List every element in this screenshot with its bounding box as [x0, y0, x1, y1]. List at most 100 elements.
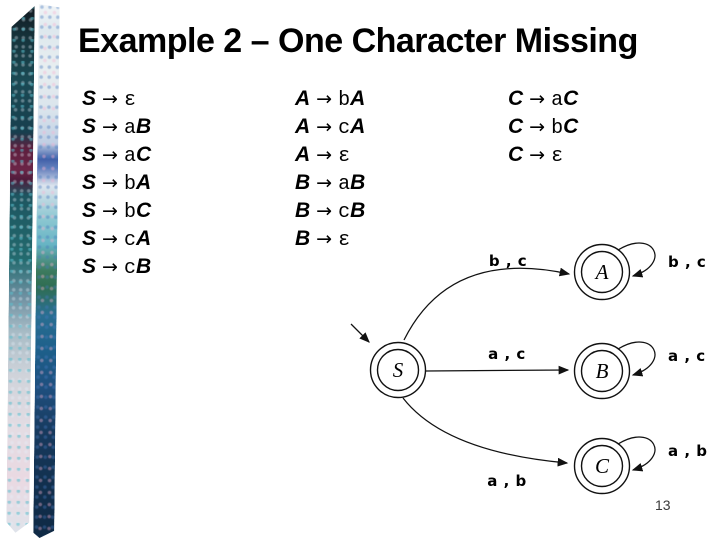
- rule-nonterminal: A: [135, 171, 152, 194]
- grammar-rule: A→bA: [295, 85, 365, 113]
- rule-terminal: a: [338, 173, 351, 196]
- rule-arrow: →: [529, 88, 546, 110]
- state-a: A: [573, 243, 631, 301]
- rule-lhs: C: [508, 87, 524, 110]
- rule-nonterminal: A: [350, 115, 366, 138]
- grammar-rule: A→cA: [295, 113, 365, 141]
- rule-nonterminal: C: [135, 143, 152, 166]
- state-a-inner-circle: [580, 250, 624, 294]
- state-a-label: A: [594, 260, 609, 284]
- rule-nonterminal: C: [563, 115, 579, 138]
- self-loop-c: [617, 436, 656, 472]
- rule-terminal: a: [551, 89, 564, 112]
- rule-lhs: B: [295, 227, 311, 250]
- rule-lhs: A: [295, 143, 311, 166]
- rule-lhs: A: [295, 115, 311, 138]
- edge-label-s-a: b , c: [489, 252, 527, 270]
- grammar-rule: S→aC: [82, 141, 151, 169]
- rule-nonterminal: B: [350, 199, 366, 222]
- rule-terminal: ε: [338, 229, 351, 252]
- grammar-rule: S→bC: [82, 197, 151, 225]
- rule-terminal: c: [123, 257, 136, 280]
- page-number: 13: [655, 497, 671, 513]
- rule-lhs: S: [82, 115, 97, 138]
- grammar-rule: S→cB: [82, 253, 151, 281]
- grammar-column-c: C→aC C→bC C→ε: [508, 85, 578, 169]
- rule-lhs: S: [82, 255, 97, 278]
- state-s-inner-circle: [376, 348, 420, 392]
- state-c: C: [573, 437, 631, 495]
- rule-lhs: S: [82, 199, 97, 222]
- state-b: B: [573, 342, 631, 400]
- rule-nonterminal: B: [135, 255, 152, 278]
- rule-terminal: b: [338, 89, 351, 112]
- rule-nonterminal: B: [350, 171, 366, 194]
- rule-arrow: →: [102, 256, 118, 278]
- grammar-rule: B→aB: [295, 169, 365, 197]
- state-c-label: C: [595, 454, 610, 478]
- rule-arrow: →: [102, 88, 118, 110]
- rule-lhs: S: [82, 143, 97, 166]
- rule-lhs: B: [295, 171, 311, 194]
- grammar-rule: S→bA: [82, 169, 151, 197]
- self-loop-b: [617, 341, 656, 377]
- grammar-rule: B→ε: [295, 225, 365, 253]
- rule-arrow: →: [316, 228, 333, 250]
- rule-terminal: b: [123, 173, 136, 196]
- state-b-inner-circle: [580, 349, 624, 393]
- state-s-label: S: [393, 358, 404, 382]
- rule-terminal: ε: [551, 145, 564, 168]
- rule-lhs: A: [295, 87, 311, 110]
- rule-arrow: →: [316, 88, 333, 110]
- grammar-rule: C→aC: [508, 85, 578, 113]
- rule-arrow: →: [316, 200, 333, 222]
- self-loop-a: [617, 242, 656, 278]
- rule-lhs: B: [295, 199, 311, 222]
- rule-terminal: c: [338, 117, 351, 140]
- edge-s-to-c: [402, 397, 569, 467]
- rule-terminal: c: [123, 229, 136, 252]
- loop-label-b: a , c: [668, 347, 706, 365]
- rule-terminal: c: [338, 201, 351, 224]
- rule-arrow: →: [102, 172, 118, 194]
- rule-arrow: →: [316, 172, 333, 194]
- rule-arrow: →: [316, 144, 333, 166]
- rule-terminal: a: [123, 117, 136, 140]
- grammar-rule: C→ε: [508, 141, 578, 169]
- rule-arrow: →: [102, 228, 118, 250]
- rule-lhs: S: [82, 87, 97, 110]
- edge-label-s-b: a , c: [488, 345, 526, 363]
- rule-nonterminal: A: [135, 227, 152, 250]
- rule-arrow: →: [529, 116, 546, 138]
- rule-arrow: →: [102, 116, 118, 138]
- rule-arrow: →: [102, 200, 118, 222]
- rule-arrow: →: [316, 116, 333, 138]
- rule-terminal: b: [123, 201, 136, 224]
- rule-nonterminal: B: [135, 115, 152, 138]
- rule-arrow: →: [102, 144, 118, 166]
- loop-label-c: a , b: [668, 442, 708, 460]
- loop-label-a: b , c: [668, 253, 706, 271]
- start-arrow: [350, 323, 370, 343]
- rule-terminal: a: [123, 145, 136, 168]
- rule-lhs: C: [508, 115, 524, 138]
- state-b-label: B: [596, 359, 609, 383]
- state-s: S: [369, 341, 427, 399]
- rule-lhs: S: [82, 227, 97, 250]
- grammar-rule: C→bC: [508, 113, 578, 141]
- edge-s-to-b: [425, 365, 570, 375]
- grammar-rule: A→ε: [295, 141, 365, 169]
- grammar-column-s: S→ε S→aB S→aC S→bA S→bC S→cA S→cB: [82, 85, 151, 281]
- grammar-rule: S→aB: [82, 113, 151, 141]
- grammar-rule: S→ε: [82, 85, 151, 113]
- edge-label-s-c: a , b: [487, 472, 527, 490]
- rule-nonterminal: A: [350, 87, 366, 110]
- grammar-rule: S→cA: [82, 225, 151, 253]
- state-c-inner-circle: [580, 444, 624, 488]
- grammar-column-a-b: A→bA A→cA A→ε B→aB B→cB B→ε: [295, 85, 365, 253]
- rule-terminal: ε: [123, 89, 136, 112]
- rule-nonterminal: C: [563, 87, 579, 110]
- rule-arrow: →: [529, 144, 546, 166]
- rule-lhs: S: [82, 171, 97, 194]
